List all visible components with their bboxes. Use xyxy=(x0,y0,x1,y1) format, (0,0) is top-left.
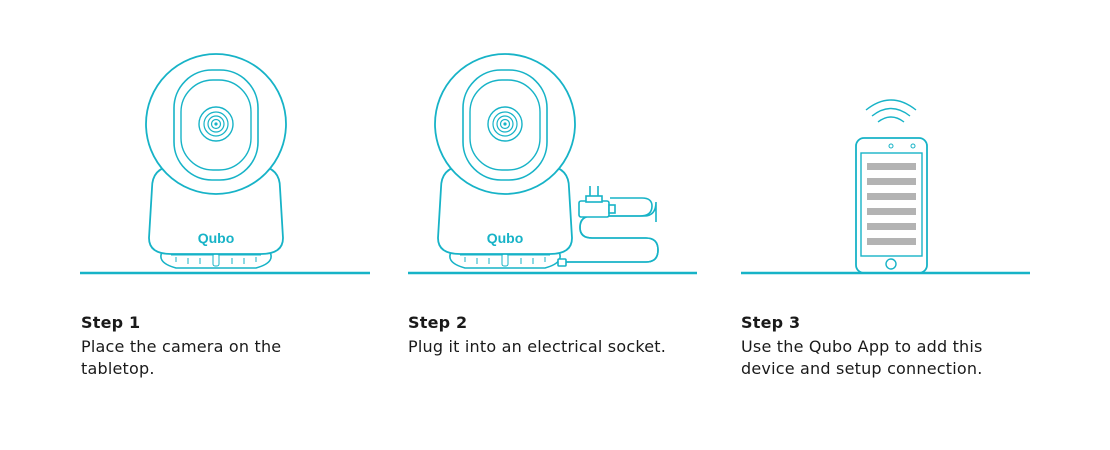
step1-illustration: Qubo xyxy=(80,53,370,275)
brand-logo: Qubo xyxy=(198,230,235,246)
power-plug-icon xyxy=(557,186,659,267)
app-content-lines xyxy=(867,163,916,245)
step2-illustration: Qubo xyxy=(408,53,697,275)
step2-text: Step 2 Plug it into an electrical socket… xyxy=(408,312,728,358)
step1-title: Step 1 xyxy=(81,313,141,332)
step2-title: Step 2 xyxy=(408,313,468,332)
brand-logo: Qubo xyxy=(487,230,524,246)
step3-description: Use the Qubo App to add this device and … xyxy=(741,337,983,378)
step3-text: Step 3 Use the Qubo App to add this devi… xyxy=(741,312,1041,380)
step2-description: Plug it into an electrical socket. xyxy=(408,337,667,356)
illustrations: Qubo Qubo xyxy=(80,53,1030,275)
step1-text: Step 1 Place the camera on the tabletop. xyxy=(81,312,341,380)
wifi-signal-icon xyxy=(865,99,917,123)
step3-title: Step 3 xyxy=(741,313,801,332)
step1-description: Place the camera on the tabletop. xyxy=(81,337,282,378)
smartphone-icon xyxy=(855,137,928,274)
step3-illustration xyxy=(741,99,1030,275)
